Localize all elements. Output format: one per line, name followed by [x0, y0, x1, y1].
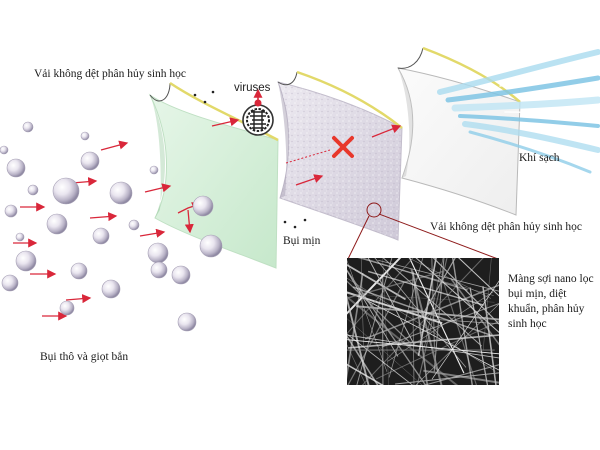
layer2-label: Vải không dệt phân hủy sinh học [430, 220, 582, 234]
droplet-icon [71, 263, 87, 279]
nano-membrane-label: Màng sợi nano lọc bụi mịn, diệt khuẩn, p… [508, 272, 596, 332]
droplet-icon [200, 235, 222, 257]
droplet-icon [172, 266, 190, 284]
droplet-icon [5, 205, 17, 217]
droplet-icon [178, 313, 196, 331]
droplet-icon [81, 132, 89, 140]
fine-dust-label: Bụi mịn [283, 234, 320, 248]
layer1-label: Vải không dệt phân hủy sinh học [34, 67, 186, 81]
droplet-icon [7, 159, 25, 177]
droplet-icon [53, 178, 79, 204]
clean-air-label: Khí sạch [519, 151, 560, 165]
droplet-icon [16, 251, 36, 271]
droplet-icon [150, 166, 158, 174]
droplet-icon [0, 146, 8, 154]
arrow-icon [140, 232, 164, 236]
droplet-icon [16, 233, 24, 241]
droplet-icon [129, 220, 139, 230]
droplet-icon [102, 280, 120, 298]
virus-icon [243, 94, 273, 135]
droplet-icon [23, 122, 33, 132]
arrow-icon [90, 216, 116, 218]
droplet-icon [151, 262, 167, 278]
nanofiber-sem-image [347, 258, 499, 385]
viruses-label: viruses [234, 81, 270, 95]
droplet-icon [2, 275, 18, 291]
droplet-icon [93, 228, 109, 244]
droplet-icon [81, 152, 99, 170]
arrow-icon [66, 298, 90, 300]
droplet-icon [60, 301, 74, 315]
layer2-membrane [278, 72, 402, 240]
droplet-icon [47, 214, 67, 234]
droplet-icon [148, 243, 168, 263]
droplet-icon [110, 182, 132, 204]
droplet-icon [193, 196, 213, 216]
arrow-icon [101, 143, 127, 150]
droplet-icon [28, 185, 38, 195]
coarse-dust-label: Bụi thô và giọt bắn [40, 350, 128, 364]
